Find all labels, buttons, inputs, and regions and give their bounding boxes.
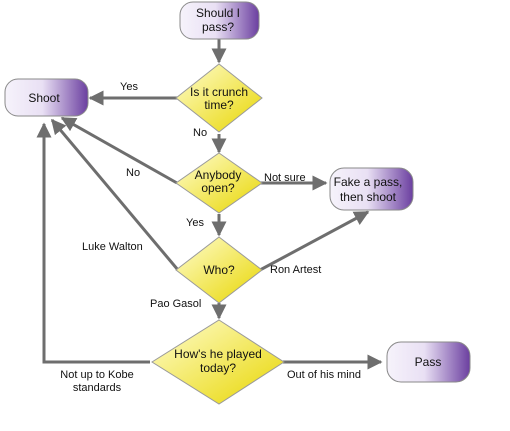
edge-open-no-to-shoot bbox=[60, 116, 178, 185]
node-pass-label: Pass bbox=[415, 355, 442, 369]
node-crunch-time: Is it crunch time? bbox=[175, 63, 263, 133]
edge-label-played-not-kobe-line1: Not up to Kobe bbox=[60, 369, 133, 381]
node-hows-he-played: How's he played today? bbox=[151, 319, 285, 405]
edge-label-who-pao: Pao Gasol bbox=[150, 298, 201, 310]
edge-played-notkobe-to-shoot bbox=[36, 122, 150, 364]
node-shoot: Shoot bbox=[4, 78, 89, 117]
edges bbox=[36, 39, 383, 370]
node-fake-pass-line1: Fake a pass, bbox=[334, 175, 403, 189]
node-anybody-open-line2: open? bbox=[201, 181, 235, 195]
node-crunch-time-line2: time? bbox=[204, 98, 234, 112]
node-shoot-label: Shoot bbox=[28, 91, 60, 105]
edge-label-crunch-yes: Yes bbox=[120, 81, 138, 93]
edge-label-open-no: No bbox=[126, 167, 140, 179]
edge-label-open-yes: Yes bbox=[186, 217, 204, 229]
edge-label-played-out-of-mind: Out of his mind bbox=[287, 369, 361, 381]
edge-labels: Yes No No Not sure Yes Luke Walton Ron A… bbox=[60, 81, 361, 394]
node-should-i-pass-line2: pass? bbox=[202, 20, 234, 34]
edge-label-who-luke: Luke Walton bbox=[82, 241, 143, 253]
node-anybody-open-line1: Anybody bbox=[195, 168, 242, 182]
edge-label-played-not-kobe-line2: standards bbox=[73, 382, 122, 394]
edge-label-crunch-no: No bbox=[193, 127, 207, 139]
node-should-i-pass: Should I pass? bbox=[179, 1, 260, 40]
node-fake-pass: Fake a pass, then shoot bbox=[329, 167, 414, 211]
node-hows-he-played-line1: How's he played bbox=[174, 347, 262, 361]
node-pass: Pass bbox=[386, 341, 471, 383]
edge-who-ron-to-fake bbox=[259, 210, 370, 272]
node-hows-he-played-line2: today? bbox=[200, 361, 236, 375]
edge-who-luke-to-shoot bbox=[50, 118, 180, 271]
edge-label-open-not-sure: Not sure bbox=[264, 172, 306, 184]
node-should-i-pass-line1: Should I bbox=[196, 6, 240, 20]
node-who-label: Who? bbox=[203, 263, 235, 277]
node-fake-pass-line2: then shoot bbox=[340, 190, 397, 204]
node-who: Who? bbox=[175, 236, 263, 304]
node-crunch-time-line1: Is it crunch bbox=[190, 85, 248, 99]
node-anybody-open: Anybody open? bbox=[175, 152, 263, 214]
edge-label-who-ron: Ron Artest bbox=[270, 264, 321, 276]
